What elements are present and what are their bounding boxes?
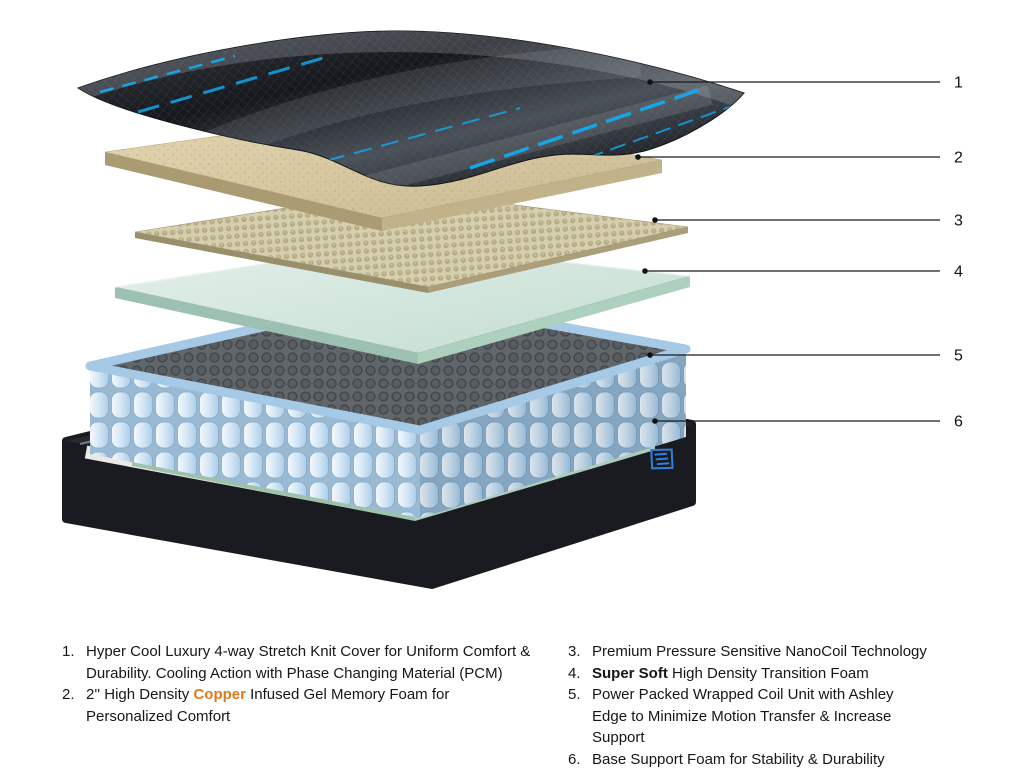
callout-dot-5 — [647, 352, 653, 358]
callout-number-1: 1 — [954, 75, 963, 92]
callout-3: 3 — [652, 213, 963, 230]
legend-item-3-body: Premium Pressure Sensitive NanoCoil Tech… — [592, 643, 927, 660]
callout-2: 2 — [635, 150, 963, 167]
callout-4: 4 — [642, 264, 963, 281]
callout-dot-6 — [652, 418, 658, 424]
legend-item-6: 6. Base Support Foam for Stability & Dur… — [568, 749, 930, 770]
legend-item-5: 5. Power Packed Wrapped Coil Unit with A… — [568, 684, 930, 749]
legend-item-3-number: 3. — [568, 641, 592, 663]
legend-item-1-text: Hyper Cool Luxury 4-way Stretch Knit Cov… — [86, 641, 534, 684]
legend-column-left: 1. Hyper Cool Luxury 4-way Stretch Knit … — [62, 641, 534, 727]
legend-item-3: 3. Premium Pressure Sensitive NanoCoil T… — [568, 641, 930, 663]
legend-item-3-text: Premium Pressure Sensitive NanoCoil Tech… — [592, 641, 930, 663]
callout-number-3: 3 — [954, 213, 963, 230]
legend-item-5-text: Power Packed Wrapped Coil Unit with Ashl… — [592, 684, 930, 749]
callout-number-4: 4 — [954, 264, 963, 281]
legend-item-2-number: 2. — [62, 684, 86, 706]
legend-item-1: 1. Hyper Cool Luxury 4-way Stretch Knit … — [62, 641, 534, 684]
callout-5: 5 — [647, 348, 963, 365]
ashley-logo-icon — [648, 446, 675, 472]
legend-item-4-text: Super Soft High Density Transition Foam — [592, 663, 930, 685]
legend-item-4-body: High Density Transition Foam — [668, 665, 869, 682]
legend-item-2-pre: 2'' High Density — [86, 686, 193, 703]
legend-item-5-body: Power Packed Wrapped Coil Unit with Ashl… — [592, 686, 894, 746]
callout-dot-1 — [647, 79, 653, 85]
diagram-canvas: 1 2 3 4 5 6 — [0, 0, 1024, 610]
legend-item-6-body: Base Support Foam for Stability & Durabi… — [592, 751, 885, 768]
legend-item-2: 2. 2'' High Density Copper Infused Gel M… — [62, 684, 534, 727]
legend-item-1-body: Hyper Cool Luxury 4-way Stretch Knit Cov… — [86, 643, 530, 682]
legend-item-4: 4. Super Soft High Density Transition Fo… — [568, 663, 930, 685]
legend-item-4-number: 4. — [568, 663, 592, 685]
callout-number-6: 6 — [954, 414, 963, 431]
legend-item-6-number: 6. — [568, 749, 592, 770]
legend-item-6-text: Base Support Foam for Stability & Durabi… — [592, 749, 930, 770]
callout-dot-3 — [652, 217, 658, 223]
callout-number-5: 5 — [954, 348, 963, 365]
legend-item-5-number: 5. — [568, 684, 592, 706]
callout-dot-4 — [642, 268, 648, 274]
super-soft-highlight: Super Soft — [592, 665, 668, 682]
legend-item-2-text: 2'' High Density Copper Infused Gel Memo… — [86, 684, 534, 727]
copper-highlight: Copper — [193, 686, 246, 703]
callout-6: 6 — [652, 414, 963, 431]
legend-column-right: 3. Premium Pressure Sensitive NanoCoil T… — [568, 641, 930, 770]
callout-dot-2 — [635, 154, 641, 160]
legend-item-1-number: 1. — [62, 641, 86, 663]
callout-number-2: 2 — [954, 150, 963, 167]
